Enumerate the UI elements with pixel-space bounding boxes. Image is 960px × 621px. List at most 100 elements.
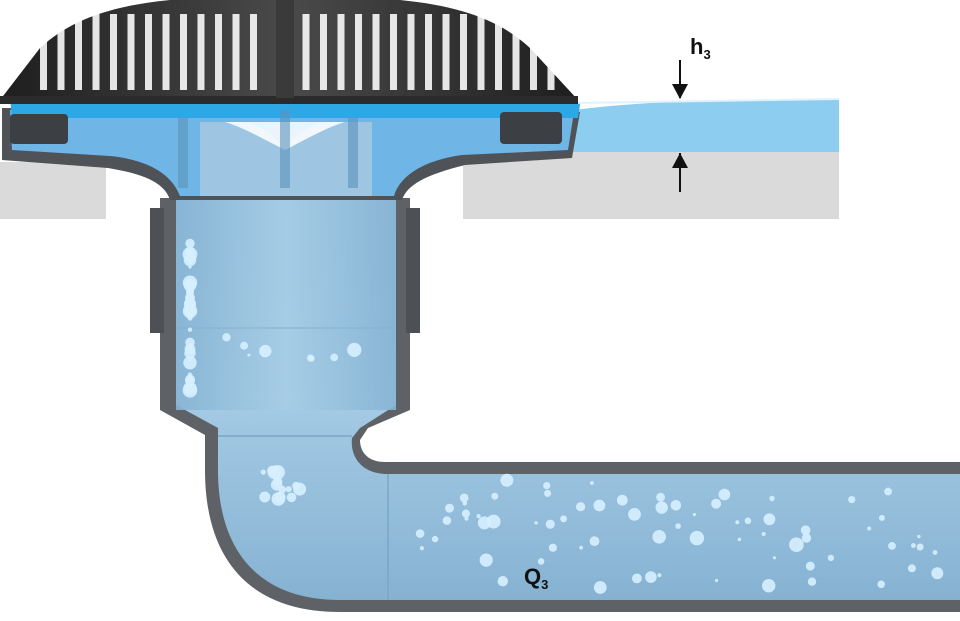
vertical-pipe-water [176,198,396,410]
bubble [628,508,641,521]
grate-center-stem [276,0,294,98]
bubble [187,327,193,332]
grate-slot [127,14,135,90]
bubble [259,344,272,358]
collar-left [150,208,164,333]
bubble [222,333,231,342]
grate-slot [302,14,310,90]
bubble [183,253,197,267]
bubble [593,499,606,512]
bubble [543,482,551,490]
grate-slot [75,14,82,90]
grate-slot [547,14,555,90]
bubble [548,543,558,552]
bubble [931,567,944,580]
bubble [589,536,600,547]
bubble [655,501,668,514]
bubble [271,492,286,506]
bubble [656,492,665,502]
bubble [772,556,777,560]
grate-slot [40,14,47,90]
bubble [545,519,555,529]
bubble [590,481,594,485]
water-surface [560,99,839,152]
bubble [459,493,469,503]
bubble [330,353,339,362]
grate-slot [162,14,170,90]
bubble [442,516,452,525]
grate-slot [425,14,432,90]
bubble [445,503,454,513]
bubble [916,543,924,551]
grate-slot [197,14,205,90]
bubble [689,530,705,546]
grate-slot [320,14,327,90]
bubble [186,307,194,314]
grate-slot [390,14,397,90]
bubble [711,498,722,509]
bubble [744,517,752,525]
bubble [486,514,501,529]
grate-base [0,96,578,104]
bubble [259,491,271,503]
grate-slot [57,14,65,90]
bubble [911,543,916,548]
bubble [462,500,468,506]
bubble [464,516,469,521]
bubble [718,488,731,501]
grate-slot [407,14,415,90]
arrow-down-icon [672,84,688,99]
bubble [184,347,196,359]
bubble [461,509,470,518]
grate-slot [512,14,520,90]
bubble [497,576,508,587]
grate-slot [442,14,450,90]
bubble [479,553,493,567]
bubble [632,573,642,584]
bubble [884,487,892,496]
bubble [932,550,938,555]
bubble [306,354,315,362]
bubble [544,489,552,497]
grate-slot [495,14,502,90]
bubble [537,558,545,565]
bubble [240,341,249,350]
air-bubbles [182,238,944,594]
bubble [188,280,192,284]
grate-slot [232,14,240,90]
bubble [285,486,292,493]
rib [280,110,290,188]
grate-slot [477,14,485,90]
bubble [185,238,195,249]
grate-slot [215,14,222,90]
bubble [645,571,657,583]
water-surface-line [574,98,840,104]
bubble [670,500,682,511]
bubble [888,542,896,550]
rib [178,118,188,188]
bubble [419,546,424,551]
bubble [187,376,193,382]
bubble [534,521,538,525]
bubble [500,473,514,487]
clip-left [10,114,68,144]
bubble [247,353,251,357]
bubble [347,342,362,357]
head-label-main: h [690,34,703,59]
bubble [431,535,439,543]
roof-slab-right [463,152,839,219]
grate-slot [92,14,100,90]
bubble [800,525,811,535]
bubble [476,514,481,519]
bubble [187,372,193,378]
grate-slot [372,14,380,90]
grate-slot [145,14,152,90]
grate-slot [250,14,257,90]
bubble [735,520,740,525]
bubble [762,579,776,593]
bubble [188,265,192,269]
roof-slab [0,152,839,219]
bubble [761,531,766,537]
bubble [801,533,812,543]
